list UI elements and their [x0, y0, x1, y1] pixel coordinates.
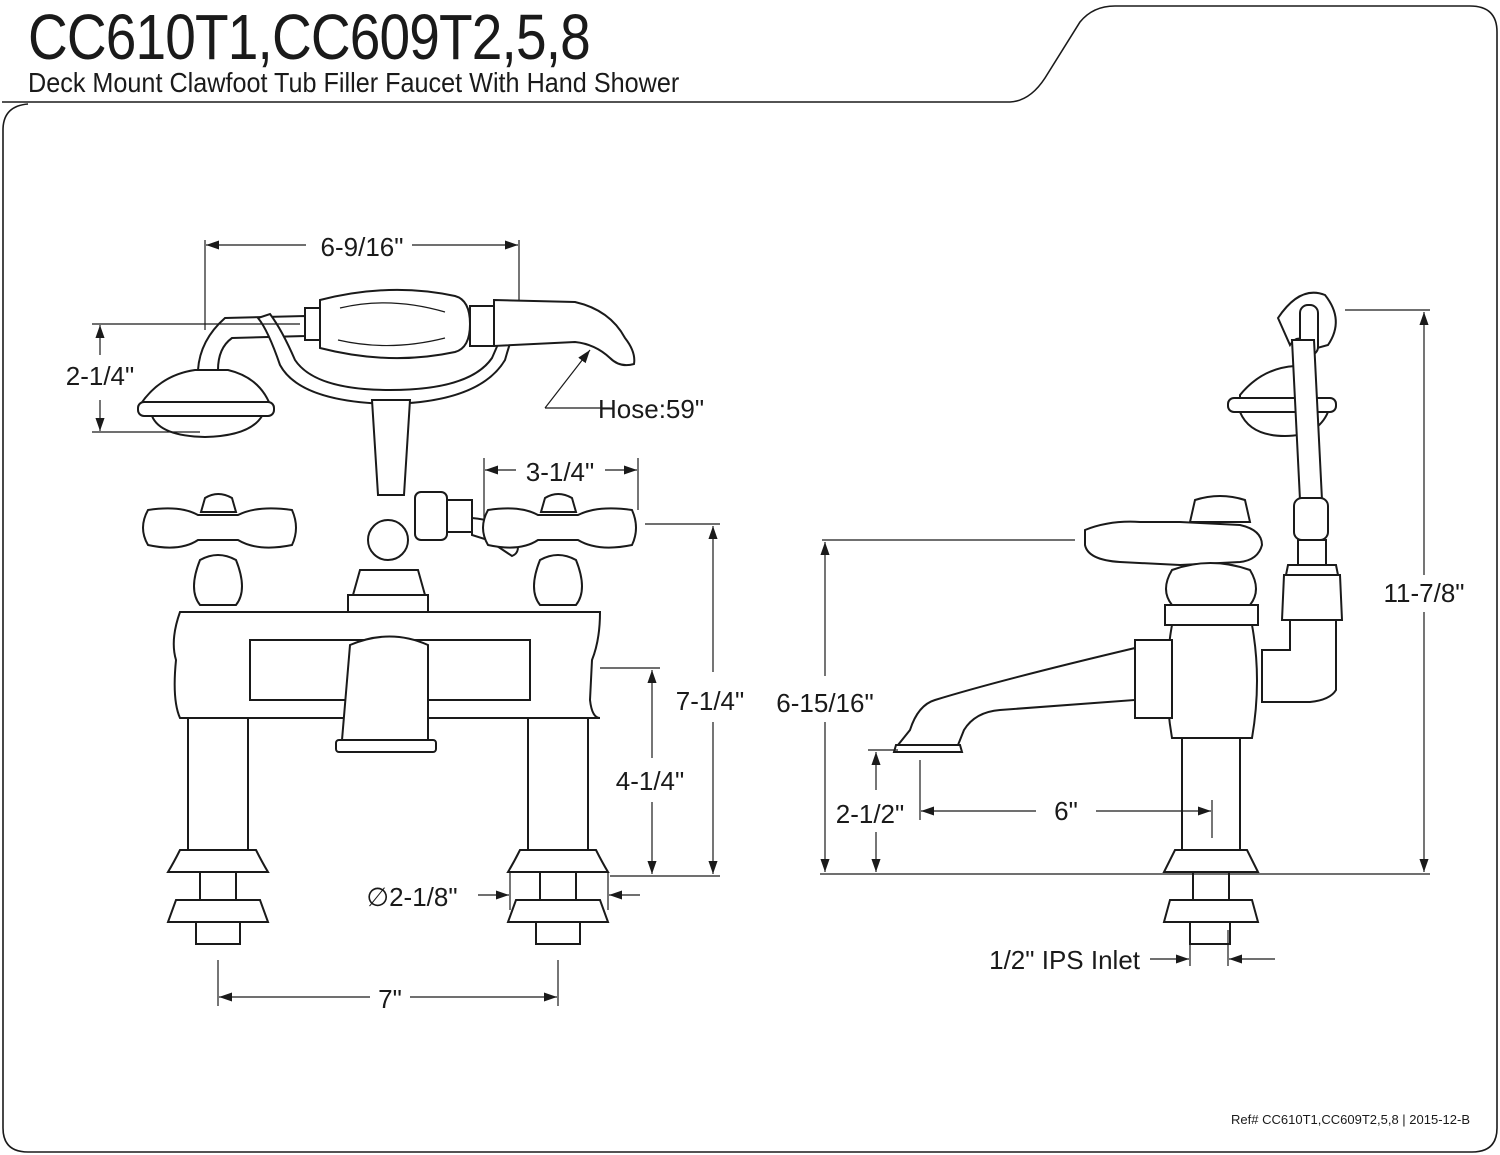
dim-centers: 7"	[378, 984, 402, 1014]
dim-overall-height: 7-1/4"	[676, 686, 745, 716]
dim-handle-spread: 3-1/4"	[526, 457, 595, 487]
dim-spout-reach: 6"	[1054, 796, 1078, 826]
reference-footer: Ref# CC610T1,CC609T2,5,8 | 2015-12-B	[1231, 1112, 1470, 1127]
front-view-labels: 6-9/16" 2-1/4" Hose:59" 3-1/4" 7-1/4" 4-…	[66, 232, 745, 1014]
side-view-drawing	[892, 291, 1344, 945]
dim-handle-height: 6-15/16"	[776, 688, 873, 718]
page-title: CC610T1,CC609T2,5,8	[28, 1, 591, 73]
front-view-dimensions	[92, 240, 720, 1006]
dim-shank-diameter: ∅2-1/8"	[366, 882, 457, 912]
dim-handshower-height: 2-1/4"	[66, 361, 135, 391]
hose-length-label: Hose:59"	[598, 394, 704, 424]
front-view-drawing	[137, 288, 637, 945]
dim-spout-height: 4-1/4"	[616, 766, 685, 796]
inlet-size-label: 1/2" IPS Inlet	[989, 945, 1141, 975]
side-view-labels: 6-15/16" 2-1/2" 6" 11-7/8" 1/2" IPS Inle…	[776, 578, 1464, 975]
page-frame	[2, 5, 1498, 1153]
dim-handshower-width: 6-9/16"	[321, 232, 404, 262]
side-view-dimensions	[820, 309, 1430, 966]
dim-spout-clearance: 2-1/2"	[836, 799, 905, 829]
dim-total-height: 11-7/8"	[1383, 578, 1464, 608]
page-subtitle: Deck Mount Clawfoot Tub Filler Faucet Wi…	[28, 67, 680, 98]
